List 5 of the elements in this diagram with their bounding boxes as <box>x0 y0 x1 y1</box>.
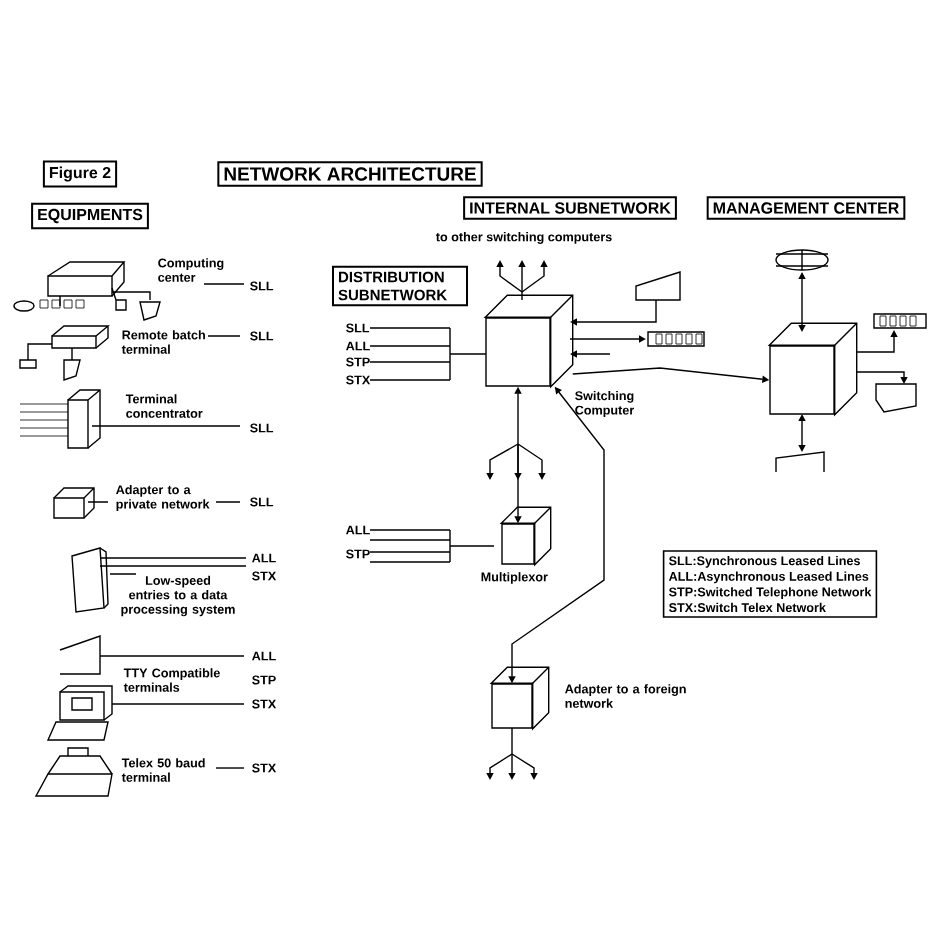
figure-label-box: Figure 2 <box>42 160 118 188</box>
section-heading-box: EQUIPMENTS <box>31 202 149 230</box>
section-heading-box: INTERNAL SUBNETWORK <box>463 196 677 220</box>
section-heading-box: MANAGEMENT CENTER <box>706 196 906 220</box>
title-box: NETWORK ARCHITECTURE <box>217 161 483 187</box>
